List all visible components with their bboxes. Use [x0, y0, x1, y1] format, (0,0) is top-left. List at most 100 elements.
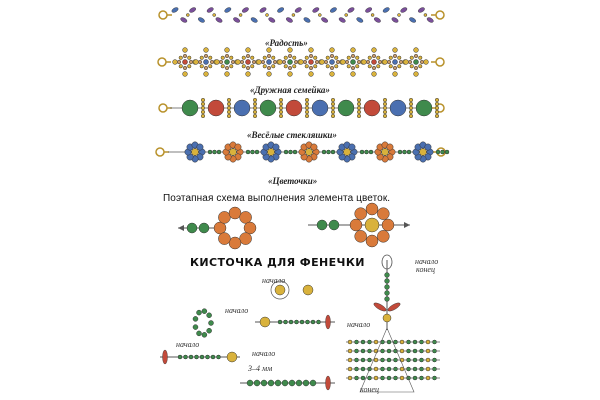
bead: [292, 55, 297, 60]
bead: [182, 53, 188, 59]
flower-step-1-diagram: [178, 206, 257, 250]
seed-bead: [206, 7, 214, 13]
seed-bead: [365, 7, 372, 13]
bead: [330, 97, 336, 103]
bead: [399, 348, 405, 354]
bead: [354, 339, 359, 345]
bead: [191, 148, 199, 156]
bead: [326, 149, 331, 155]
bead: [252, 113, 258, 119]
bead: [373, 339, 379, 345]
bead: [397, 149, 403, 155]
bead: [251, 59, 257, 65]
bead: [253, 379, 261, 387]
bead: [407, 59, 413, 65]
bead: [340, 59, 346, 65]
bead: [210, 354, 216, 360]
bead: [192, 316, 199, 322]
bead: [250, 55, 255, 60]
bead: [182, 59, 188, 65]
bead: [360, 375, 366, 381]
bead: [347, 339, 353, 345]
seed-bead: [330, 7, 337, 13]
seed-bead: [215, 17, 223, 23]
bead: [399, 375, 405, 381]
bead: [201, 308, 208, 314]
bead: [413, 71, 419, 77]
bead: [229, 148, 237, 156]
bead: [278, 101, 284, 107]
bead: [287, 65, 293, 71]
bead: [250, 64, 255, 69]
bead: [367, 64, 372, 69]
bead: [371, 59, 377, 65]
bead: [178, 55, 183, 60]
bead: [425, 348, 431, 354]
bead: [278, 113, 284, 119]
flower-step-2-diagram: [308, 202, 410, 248]
bead: [277, 319, 283, 325]
bead: [308, 59, 314, 65]
bead: [356, 109, 362, 115]
bead: [265, 13, 269, 17]
bead: [397, 55, 402, 60]
bead: [367, 339, 372, 345]
tassel-heading: КИСТОЧКА ДЛЯ ФЕНЕЧКИ: [190, 256, 365, 269]
bead: [262, 64, 267, 69]
bead: [419, 339, 424, 345]
bead: [393, 339, 398, 345]
seed-bead: [250, 17, 258, 23]
bead: [239, 232, 252, 245]
bead: [380, 366, 385, 372]
seed-bead: [294, 7, 302, 13]
bead: [233, 99, 251, 117]
seed-bead: [391, 17, 399, 23]
bead: [334, 55, 339, 60]
bead: [329, 71, 335, 77]
bead: [310, 319, 316, 325]
bead: [386, 339, 392, 345]
bead: [412, 348, 418, 354]
bead: [224, 65, 230, 71]
bead: [200, 97, 206, 103]
bead: [241, 64, 246, 69]
bead: [386, 375, 392, 381]
bead: [178, 64, 183, 69]
bead: [393, 375, 398, 381]
bead: [288, 379, 296, 387]
bead: [356, 97, 362, 103]
bead: [245, 47, 251, 53]
bead: [304, 101, 310, 107]
bead: [377, 230, 390, 243]
bead: [399, 339, 405, 345]
bead: [409, 64, 414, 69]
bead: [260, 59, 266, 65]
bead: [356, 101, 362, 107]
bead: [277, 59, 283, 65]
bead: [356, 113, 362, 119]
bead: [302, 379, 310, 387]
bead: [230, 59, 236, 65]
bead: [292, 64, 297, 69]
bead: [425, 366, 431, 372]
bead: [370, 13, 375, 17]
bead: [193, 59, 199, 65]
bead: [412, 357, 418, 363]
clasp-icon: [158, 103, 168, 113]
bead: [278, 97, 284, 103]
bead: [245, 65, 251, 71]
seed-bead: [321, 17, 328, 23]
caption-tsvetochki: «Цветочки»: [268, 176, 318, 186]
bead: [250, 149, 255, 155]
seed-bead: [259, 7, 267, 13]
clasp-icon: [435, 57, 445, 67]
bead: [380, 357, 385, 363]
bead: [321, 149, 327, 155]
bead: [287, 71, 293, 77]
bead: [218, 211, 231, 224]
bead: [203, 71, 209, 77]
label-size: 3–4 мм: [248, 364, 273, 373]
bead: [402, 149, 407, 155]
bead: [266, 47, 272, 53]
